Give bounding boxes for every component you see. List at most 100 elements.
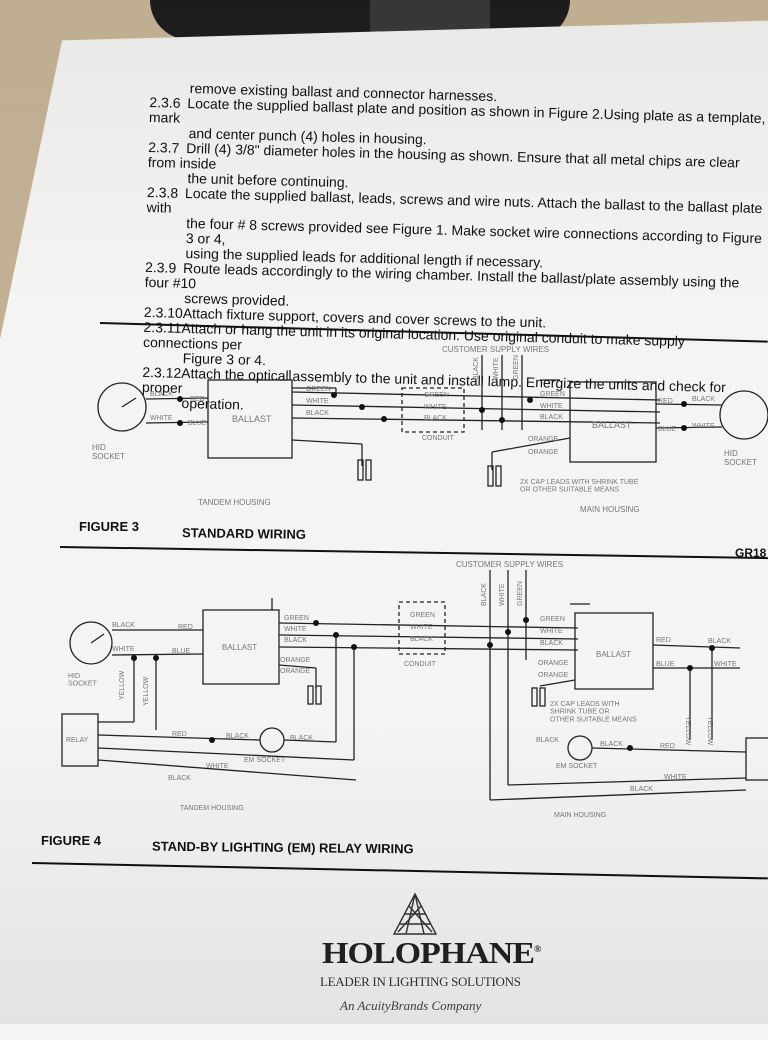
ballast-left-label: BALLAST: [222, 643, 257, 652]
figure4-number: FIGURE 4: [41, 833, 101, 848]
label-white: WHITE: [692, 423, 715, 430]
label-black: BLACK: [630, 786, 653, 793]
ballast-left-box: [207, 379, 293, 459]
label-green: GREEN: [540, 391, 565, 398]
label-white: WHITE: [112, 646, 135, 653]
label-black: BLACK: [168, 775, 191, 782]
figure4-title: STAND-BY LIGHTING (EM) RELAY WIRING: [151, 838, 414, 857]
label-green: GREEN: [517, 581, 524, 606]
label-green: GREEN: [410, 612, 435, 619]
label-white: WHITE: [540, 628, 563, 635]
tandem-housing-label: TANDEM HOUSING: [198, 498, 271, 507]
label-red: RED: [172, 731, 187, 738]
label-orange: ORANGE: [280, 668, 311, 675]
tandem-housing-label: TANDEM HOUSING: [180, 805, 244, 812]
label-black: BLACK: [473, 357, 480, 380]
label-red: RED: [660, 743, 675, 750]
em-socket-right-icon: [567, 735, 593, 761]
brand-wordmark: HOLOPHANE®: [322, 936, 542, 971]
relay-left-label: RELAY: [66, 737, 89, 744]
conduit-label: CONDUIT: [422, 435, 455, 442]
label-green: GREEN: [424, 392, 449, 399]
label-white: WHITE: [410, 624, 433, 631]
label-black: BLACK: [540, 640, 563, 647]
label-white: WHITE: [150, 415, 173, 422]
label-black: BLACK: [708, 638, 731, 645]
label-orange: ORANGE: [528, 449, 559, 456]
label-black: BLACK: [150, 391, 173, 398]
label-red: RED: [190, 396, 205, 403]
label-blue: BLUE: [188, 420, 207, 427]
label-white: WHITE: [493, 357, 500, 380]
label-green: GREEN: [540, 616, 565, 623]
label-black: BLACK: [692, 396, 715, 403]
label-red: RED: [658, 398, 673, 405]
label-white: WHITE: [664, 774, 687, 781]
label-yellow: YELLOW: [143, 676, 150, 706]
main-housing-label: MAIN HOUSING: [554, 812, 606, 819]
em-socket-left-icon: [259, 727, 285, 753]
label-green: GREEN: [284, 615, 309, 622]
relay-box-left: [61, 713, 99, 767]
ballast-right-label: BALLAST: [592, 420, 632, 430]
label-blue: BLUE: [656, 661, 675, 668]
ballast-right-label: BALLAST: [596, 650, 631, 659]
label-yellow: YELLOW: [684, 716, 691, 746]
label-black: BLACK: [410, 636, 433, 643]
label-red: RED: [178, 624, 193, 631]
label-black: BLACK: [226, 733, 249, 740]
figure3-number: FIGURE 3: [79, 519, 139, 534]
em-socket-left-label: EM SOCKET: [244, 757, 286, 764]
label-yellow: YELLOW: [119, 670, 126, 700]
label-white: WHITE: [306, 398, 329, 405]
label-white: WHITE: [714, 661, 737, 668]
label-white: WHITE: [424, 404, 447, 411]
label-orange: ORANGE: [538, 672, 569, 679]
relay-box-right: [745, 737, 768, 781]
main-housing-label: MAIN HOUSING: [580, 505, 640, 514]
label-white: WHITE: [206, 763, 229, 770]
label-blue: BLUE: [658, 426, 677, 433]
label-black: BLACK: [600, 741, 623, 748]
conduit-label: CONDUIT: [404, 661, 437, 668]
label-black: BLACK: [290, 735, 313, 742]
label-black: BLACK: [536, 737, 559, 744]
hid-socket-left-icon: [97, 382, 147, 432]
hid-socket-left-icon: [69, 621, 113, 665]
brand-tagline: LEADER IN LIGHTING SOLUTIONS: [320, 974, 521, 989]
label-black: BLACK: [540, 414, 563, 421]
ballast-right-box: [569, 381, 657, 463]
label-red: RED: [656, 637, 671, 644]
customer-supply-label: CUSTOMER SUPPLY WIRES: [442, 345, 549, 354]
customer-supply-label: CUSTOMER SUPPLY WIRES: [456, 560, 563, 569]
label-black: BLACK: [112, 622, 135, 629]
label-green: GREEN: [306, 386, 331, 393]
label-blue: BLUE: [172, 648, 191, 655]
label-black: BLACK: [306, 410, 329, 417]
label-white: WHITE: [284, 626, 307, 633]
holophane-logo-mark: [392, 892, 438, 935]
hid-socket-right-icon: [719, 390, 768, 440]
label-white: WHITE: [540, 403, 563, 410]
ballast-left-label: BALLAST: [232, 414, 272, 424]
label-green: GREEN: [513, 355, 520, 380]
label-black: BLACK: [481, 583, 488, 606]
brand-subline: An AcuityBrands Company: [340, 998, 482, 1013]
conduit-box: [398, 601, 446, 655]
label-black: BLACK: [284, 637, 307, 644]
label-black: BLACK: [424, 415, 447, 422]
ballast-right-box: [574, 612, 654, 690]
label-orange: ORANGE: [528, 436, 559, 443]
document-reference: GR18: [735, 546, 767, 560]
label-yellow: YELLOW: [706, 716, 713, 746]
em-socket-right-label: EM SOCKET: [556, 763, 598, 770]
conduit-box: [401, 387, 465, 433]
label-orange: ORANGE: [280, 657, 311, 664]
